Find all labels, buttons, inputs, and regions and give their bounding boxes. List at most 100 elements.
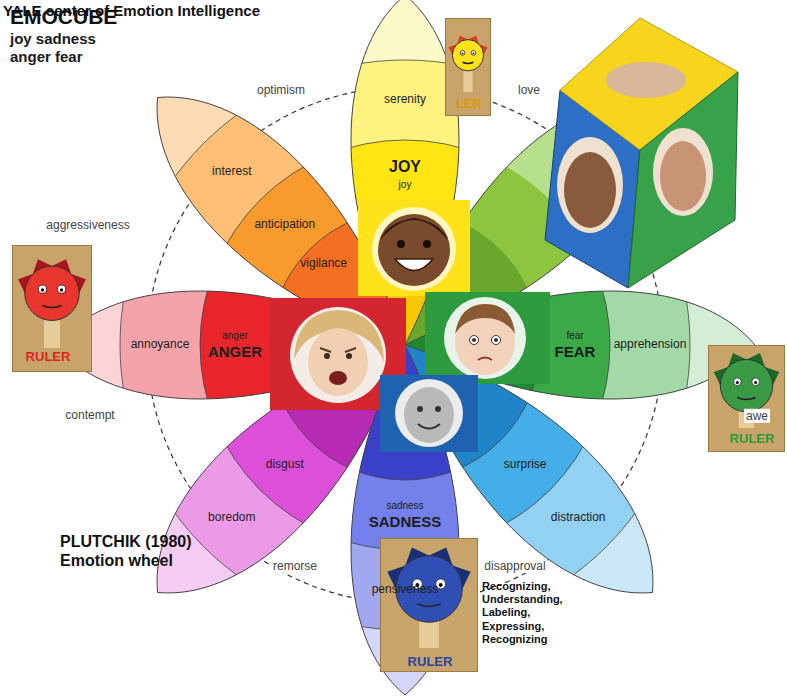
petal-band xyxy=(349,343,461,630)
emotion-word: anger xyxy=(222,330,248,342)
emotion-word: interest xyxy=(212,165,251,179)
emotion-cube xyxy=(545,18,738,288)
note-text: PLUTCHIK (1980) Emotion wheel xyxy=(60,532,210,570)
petal-bands xyxy=(403,289,757,401)
petal-band xyxy=(155,343,407,595)
emotion-word: fear xyxy=(566,330,583,342)
petal-band xyxy=(403,343,655,595)
emotion-word: annoyance xyxy=(131,338,190,352)
pupil xyxy=(754,381,757,384)
card xyxy=(709,346,785,452)
pupil xyxy=(60,288,63,291)
note-text: joy sadness anger fear xyxy=(10,30,130,66)
relation-label: remorse xyxy=(271,559,319,573)
relation-label: disapproval xyxy=(482,559,547,573)
ruler-text: RULER xyxy=(26,350,71,365)
petal-bands xyxy=(349,343,461,697)
emotion-word: pensiveness xyxy=(372,583,439,597)
fear-photo xyxy=(425,292,550,384)
petal-band xyxy=(349,60,461,347)
band-line xyxy=(403,343,655,595)
band-line xyxy=(200,343,407,550)
mouth xyxy=(417,604,440,606)
mouth xyxy=(463,62,474,63)
band-line xyxy=(270,289,407,401)
sadness-photo xyxy=(380,375,478,452)
petal-band xyxy=(403,289,690,401)
diagram-caption: YALE center of Emotion Intelligence xyxy=(3,2,260,20)
puppet-face xyxy=(396,556,463,623)
eye xyxy=(752,378,760,386)
petal-band xyxy=(349,140,461,347)
emotion-word: surprise xyxy=(504,458,547,472)
puppet-face xyxy=(452,40,483,71)
emotion-word: FEAR xyxy=(555,343,596,360)
pupil xyxy=(462,52,464,54)
puppet-card xyxy=(380,538,478,672)
petal-bands xyxy=(155,95,407,347)
petal-band xyxy=(120,289,407,401)
ruler-text: LER xyxy=(456,97,482,112)
emotion-word: anticipation xyxy=(254,218,315,232)
emotion-word: sadness xyxy=(386,500,423,512)
relation-label: optimism xyxy=(255,83,307,97)
emotion-word: joy xyxy=(399,179,412,191)
relation-label: aggressiveness xyxy=(44,218,131,232)
emotion-word: boredom xyxy=(208,511,255,525)
relation-label: contempt xyxy=(63,408,116,422)
ruler-text: RULER xyxy=(408,655,453,670)
ruler-puppet-card: RULER xyxy=(708,345,785,452)
band-line xyxy=(120,289,407,401)
card xyxy=(13,246,92,372)
band-line xyxy=(200,289,407,401)
pupil xyxy=(439,583,443,587)
band-line xyxy=(200,140,407,347)
eye xyxy=(38,285,46,293)
eye xyxy=(460,51,465,56)
petal-band xyxy=(200,343,407,550)
petal-bands xyxy=(53,289,407,401)
emotion-word: ANGER xyxy=(208,343,262,360)
emotion-word: apprehension xyxy=(614,338,687,352)
emotion-word: distraction xyxy=(551,511,606,525)
ruler-puppet-card: RULER xyxy=(12,245,92,372)
relation-label: awe xyxy=(744,409,770,423)
emotion-word: disgust xyxy=(266,458,304,472)
note-text: Recognizing, Understanding, Labeling, Ex… xyxy=(482,580,582,646)
eye xyxy=(733,378,741,386)
joy-photo xyxy=(358,200,470,296)
emotion-word: serenity xyxy=(384,93,426,107)
petal-bands xyxy=(349,0,461,347)
ruler-text: RULER xyxy=(730,432,775,447)
pupil xyxy=(736,381,739,384)
petal-band xyxy=(200,140,407,347)
emotion-word: SADNESS xyxy=(369,513,442,530)
eye xyxy=(436,579,446,589)
mouth xyxy=(737,397,755,399)
eye xyxy=(412,579,422,589)
eye xyxy=(57,285,65,293)
petal-band xyxy=(155,95,407,347)
petal-band xyxy=(200,289,407,401)
band-line xyxy=(403,289,690,401)
puppet-face xyxy=(25,266,79,320)
mouth xyxy=(42,306,61,308)
ruler-puppet-card: RULER xyxy=(380,538,478,672)
card xyxy=(381,539,478,672)
eye xyxy=(471,51,476,56)
ruler-puppet-card: LER xyxy=(445,18,491,116)
petal-bands xyxy=(403,343,655,595)
petal-band xyxy=(403,343,610,550)
band-line xyxy=(349,60,461,347)
band-line xyxy=(403,343,610,550)
petal-bands xyxy=(155,343,407,595)
relation-label: love xyxy=(516,83,542,97)
card xyxy=(446,19,491,116)
petal-band xyxy=(270,289,407,401)
pupil xyxy=(41,288,44,291)
band-line xyxy=(155,95,407,347)
emotion-word: JOY xyxy=(389,158,421,176)
band-line xyxy=(349,343,461,630)
pupil xyxy=(415,583,419,587)
